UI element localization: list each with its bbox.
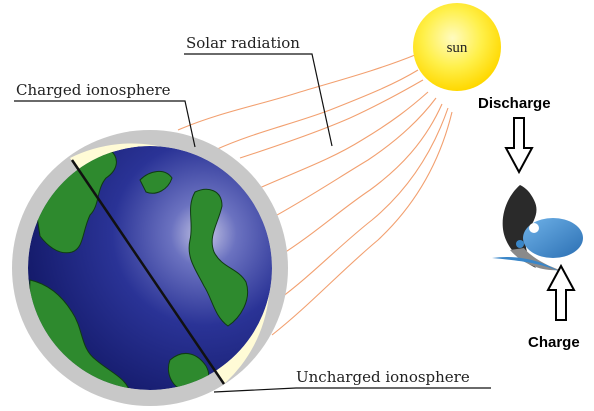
charged-ionosphere-label: Charged ionosphere [16,81,171,99]
radiation-ray [254,91,429,191]
up-arrow-icon [546,263,576,321]
solar-radiation-label: Solar radiation [186,34,300,52]
sun-label: sun [447,40,468,56]
uncharged-ionosphere-label: Uncharged ionosphere [296,368,470,386]
uncharged-ionosphere-callout: Uncharged ionosphere [213,368,491,393]
discharge-label: Discharge [478,95,551,112]
earth-icon [28,146,272,390]
radiation-ray [177,54,416,131]
charged-ionosphere-callout: Charged ionosphere [14,81,196,148]
yin-yang-icon [492,185,583,272]
earth-axis [70,159,226,385]
radiation-ray [214,69,419,151]
solar-radiation-callout: Solar radiation [184,34,333,147]
radiation-ray [267,97,437,221]
solar-radiation-rays [177,54,453,336]
down-arrow-icon [504,117,534,175]
sun-icon [413,3,501,91]
radiation-ray [271,111,453,336]
radiation-ray [277,107,449,301]
radiation-ray [275,103,443,259]
radiation-ray [239,79,424,159]
charge-label: Charge [528,334,580,351]
